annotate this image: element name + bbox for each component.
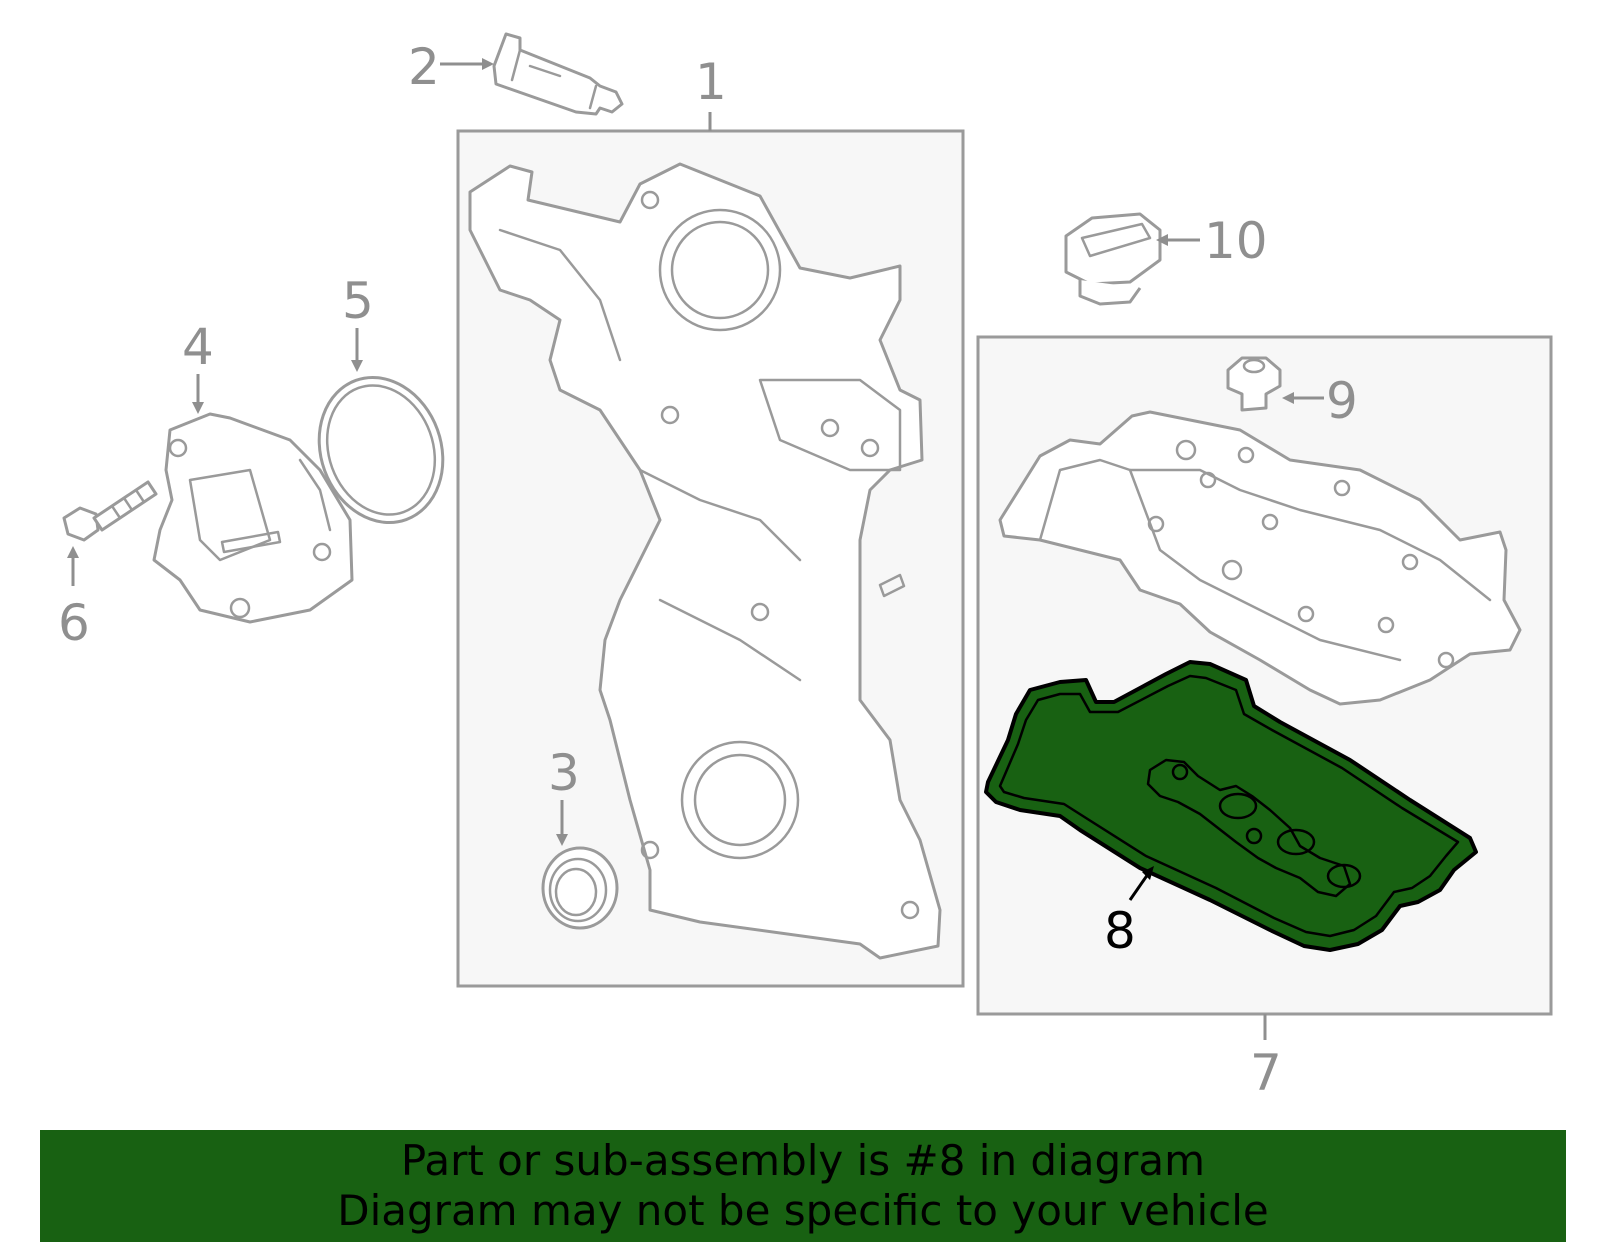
callout-6: 6 bbox=[58, 594, 90, 652]
arrowhead-8 bbox=[1142, 866, 1154, 880]
callout-4: 4 bbox=[182, 318, 214, 376]
part-8-valve-cover-gasket[interactable] bbox=[984, 660, 1478, 952]
callout-1: 1 bbox=[695, 53, 727, 111]
banner-line-1: Part or sub-assembly is #8 in diagram bbox=[400, 1136, 1206, 1185]
part-6-bolt[interactable] bbox=[62, 480, 158, 542]
part-10-filler-cap[interactable] bbox=[1064, 212, 1162, 306]
part-7-valve-cover[interactable] bbox=[998, 410, 1522, 706]
arrowhead-6 bbox=[67, 546, 79, 558]
arrowhead-4 bbox=[192, 402, 204, 414]
callout-7: 7 bbox=[1250, 1044, 1282, 1102]
info-banner: Part or sub-assembly is #8 in diagram Di… bbox=[40, 1130, 1566, 1242]
part-5-o-ring[interactable] bbox=[299, 360, 462, 540]
callout-10: 10 bbox=[1204, 212, 1268, 270]
parts-diagram: 1 2 3 4 5 6 7 8 9 10 bbox=[58, 32, 1553, 1102]
arrowhead-3 bbox=[556, 834, 568, 846]
callout-9: 9 bbox=[1326, 372, 1358, 430]
part-3-seal[interactable] bbox=[541, 846, 619, 930]
leader-8 bbox=[1128, 873, 1150, 901]
callout-5: 5 bbox=[342, 272, 374, 330]
part-2-sensor[interactable] bbox=[492, 32, 624, 116]
part-4-cover-plate[interactable] bbox=[152, 412, 354, 624]
part-9-grommet[interactable] bbox=[1226, 356, 1282, 412]
arrowhead-5 bbox=[351, 360, 363, 372]
arrowhead-10 bbox=[1156, 234, 1168, 246]
callout-2: 2 bbox=[408, 38, 440, 96]
arrowhead-9 bbox=[1282, 392, 1294, 404]
callout-8: 8 bbox=[1104, 902, 1136, 960]
arrowhead-2 bbox=[482, 58, 494, 70]
part-1-timing-cover[interactable] bbox=[468, 162, 942, 960]
callout-3: 3 bbox=[548, 744, 580, 802]
banner-line-2: Diagram may not be specific to your vehi… bbox=[337, 1186, 1269, 1235]
